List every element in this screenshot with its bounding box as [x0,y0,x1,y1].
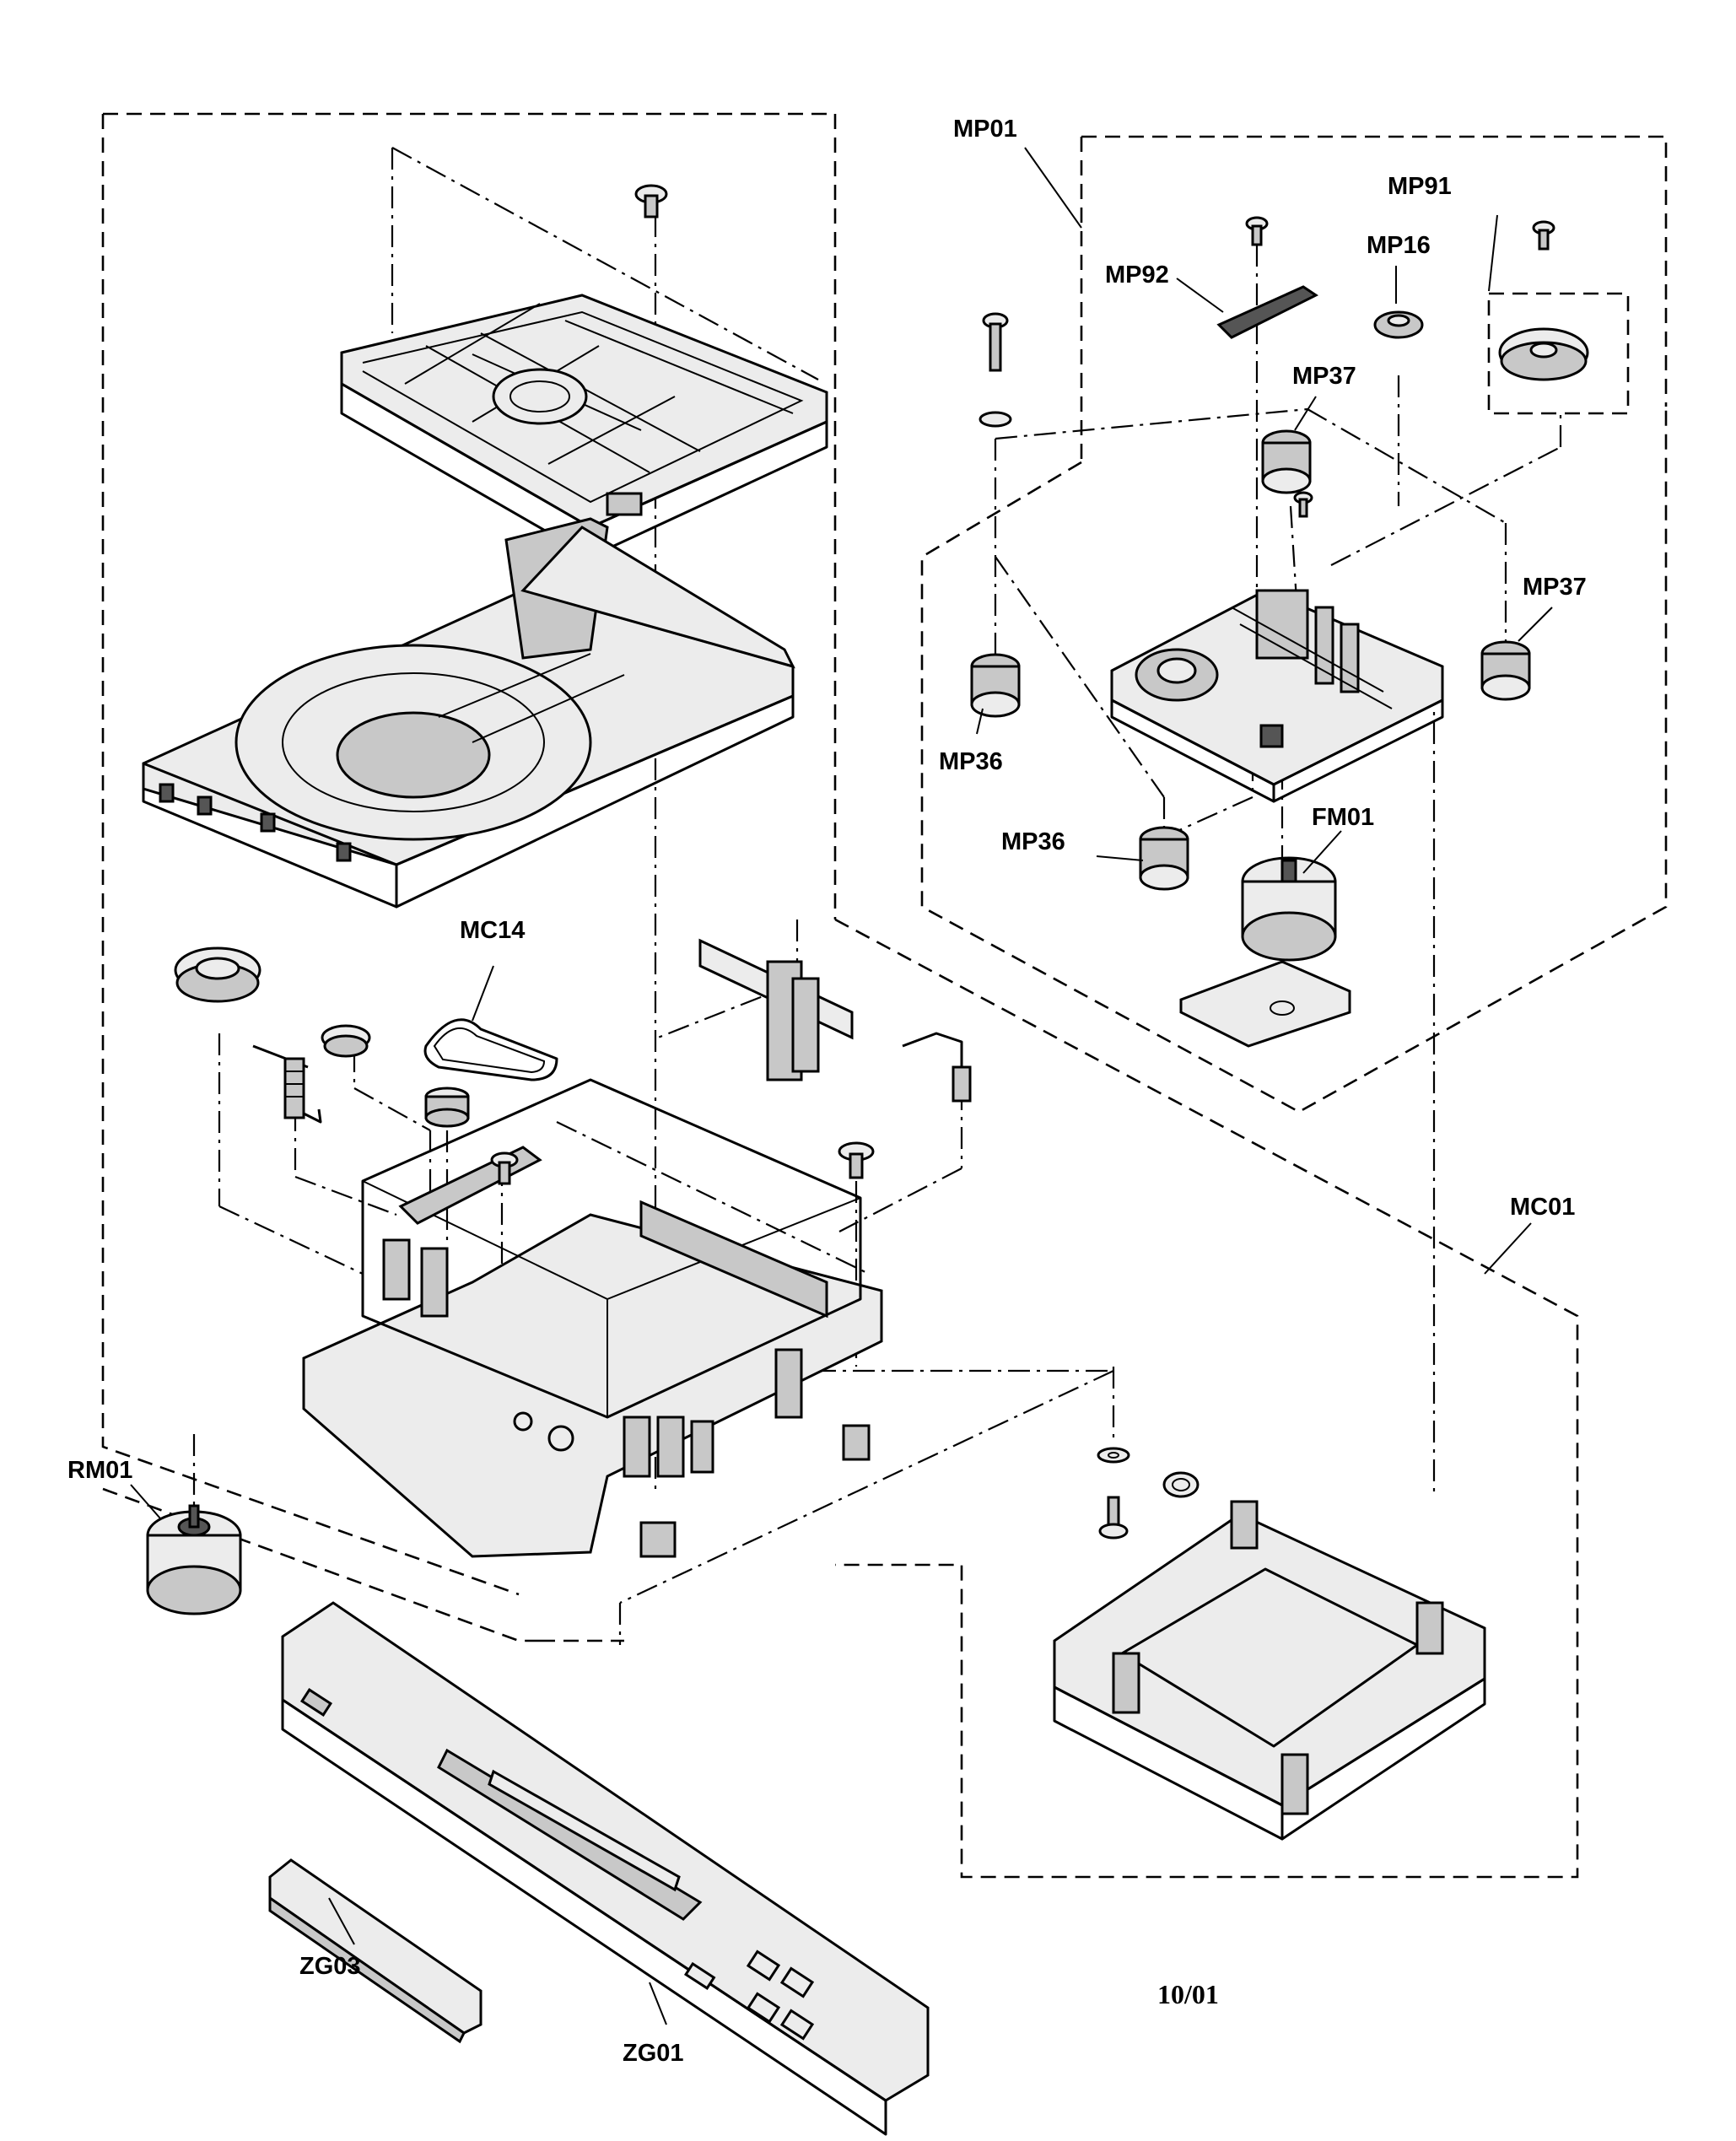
spindle-hub [1373,310,1424,339]
label-mp01: MP01 [953,116,1017,143]
damper-rubber [1139,826,1189,891]
screw-icon [1293,491,1313,518]
label-mp36-left: MP36 [939,748,1003,775]
pickup-base [1110,589,1444,803]
label-mp16: MP16 [1367,232,1431,259]
screw-icon [838,1141,875,1179]
screw-icon [634,184,668,218]
screw-icon [1098,1496,1129,1540]
disc-tray [142,517,795,909]
tilt-bracket [1216,285,1318,339]
drive-belt [423,1018,558,1081]
spring [252,1044,322,1124]
mechanism-frame [1053,1500,1486,1841]
turntable [1498,327,1589,381]
screw-icon [979,312,1012,428]
label-zg01: ZG01 [623,2040,684,2067]
loading-motor [146,1504,242,1615]
feed-motor [1241,856,1337,962]
motor-pcb [1179,960,1351,1048]
date-code: 10/01 [1157,1979,1219,2009]
label-mp36-bottom: MP36 [1001,828,1065,855]
label-mp92: MP92 [1105,262,1169,289]
screw-icon [490,1151,519,1185]
screw-icon [1245,216,1269,246]
tray-cover-frame [340,294,828,558]
damper-rubber [1261,429,1312,494]
slider-lever [698,938,854,1081]
pulley-gear [174,946,261,1003]
front-panel [281,1601,930,2136]
damper-rubber [970,653,1021,718]
damper-rubber [1480,640,1531,701]
leader-lines [130,147,1553,2025]
worm-gear [424,1087,470,1128]
label-fm01: FM01 [1312,804,1374,831]
washer-icon [1162,1471,1200,1498]
label-rm01: RM01 [67,1457,132,1484]
label-zg03: ZG03 [299,1953,361,1980]
washer-icon [1097,1447,1130,1464]
display-window [268,1858,483,2044]
screw-icon [1532,220,1555,251]
mechanism-chassis [302,1078,883,1558]
label-mc14: MC14 [460,917,525,944]
label-mc01: MC01 [1510,1194,1575,1221]
label-mp37-right: MP37 [1523,574,1587,601]
lock-lever [902,1032,972,1103]
label-mp37-top: MP37 [1292,363,1356,390]
label-mp91: MP91 [1388,173,1452,200]
part-labels: MP01 MP91 MP92 MP16 MP37 MP37 MP36 MP36 … [67,116,1587,2067]
small-gear [321,1024,371,1058]
